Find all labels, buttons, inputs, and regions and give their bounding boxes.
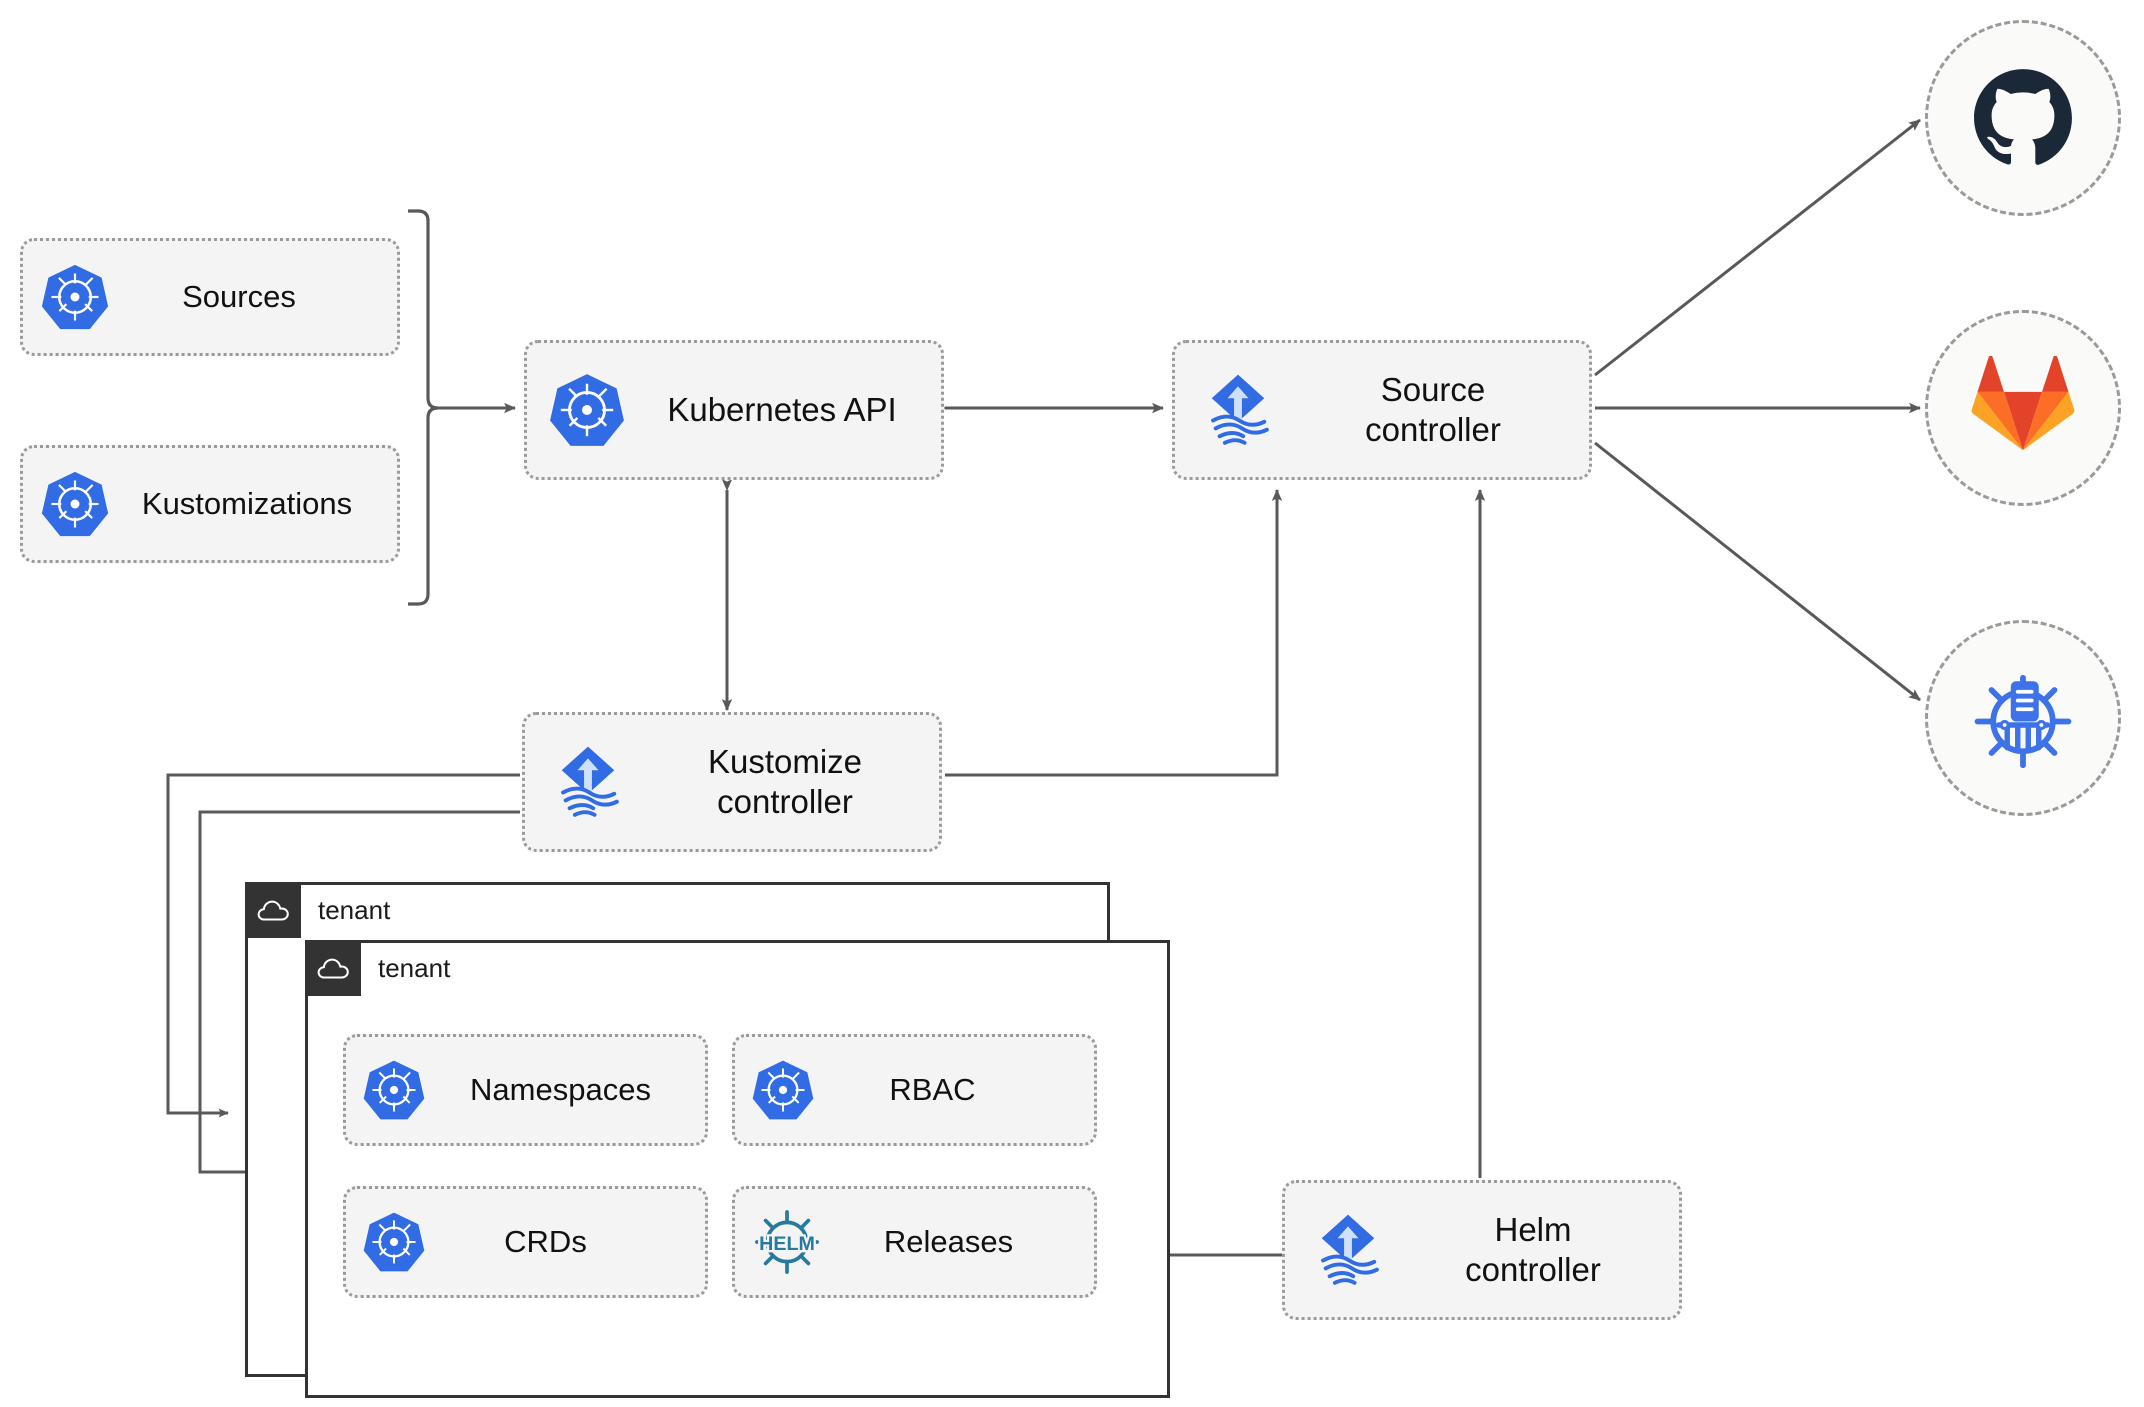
kustomize-controller-node[interactable]: Kustomize controller: [522, 712, 942, 852]
kubernetes-icon: [735, 1034, 831, 1146]
kubernetes-icon: [23, 445, 127, 563]
source-controller-label: Source controller: [1365, 370, 1501, 448]
tenant-object-crds[interactable]: CRDs: [343, 1186, 708, 1298]
kubernetes-api-label: Kubernetes API: [667, 390, 897, 428]
svg-text:HELM: HELM: [759, 1233, 815, 1255]
flux-icon: [1285, 1180, 1411, 1320]
external-github[interactable]: [1925, 20, 2121, 216]
tenant-object-label: Releases: [883, 1224, 1014, 1260]
cloud-icon: [245, 882, 301, 938]
tenant-object-label: CRDs: [504, 1224, 587, 1260]
tenant-label: tenant: [318, 894, 391, 925]
tenant-object-label: Namespaces: [470, 1072, 651, 1108]
tenant-object-label: RBAC: [889, 1072, 976, 1108]
flux-icon: [1175, 340, 1301, 480]
helm-controller-label: Helm controller: [1465, 1210, 1601, 1288]
resource-label: Kustomizations: [141, 486, 353, 522]
resource-node-kustomizations[interactable]: Kustomizations: [20, 445, 400, 563]
kubernetes-icon: [346, 1034, 442, 1146]
helm-repository-icon: [1967, 662, 2079, 774]
kustomize-controller-label: Kustomize controller: [707, 742, 863, 820]
tenant-object-releases[interactable]: HELM Releases: [732, 1186, 1097, 1298]
github-icon: [1969, 64, 2077, 172]
cloud-icon: [305, 940, 361, 996]
tenant-container-inner[interactable]: tenant: [305, 940, 1170, 1398]
helm-icon: HELM: [735, 1186, 839, 1298]
resource-node-sources[interactable]: Sources: [20, 238, 400, 356]
helm-controller-node[interactable]: Helm controller: [1282, 1180, 1682, 1320]
tenant-tab-inner: [305, 940, 361, 996]
kubernetes-icon: [527, 340, 647, 480]
external-gitlab[interactable]: [1925, 310, 2121, 506]
kubernetes-icon: [346, 1186, 442, 1298]
kubernetes-icon: [23, 238, 127, 356]
flux-icon: [525, 712, 651, 852]
tenant-tab-outer: [245, 882, 301, 938]
kubernetes-api-node[interactable]: Kubernetes API: [524, 340, 944, 480]
tenant-label: tenant: [378, 952, 451, 983]
source-controller-node[interactable]: Source controller: [1172, 340, 1592, 480]
gitlab-icon: [1971, 356, 2075, 460]
tenant-object-rbac[interactable]: RBAC: [732, 1034, 1097, 1146]
resource-label: Sources: [182, 279, 296, 315]
tenant-object-namespaces[interactable]: Namespaces: [343, 1034, 708, 1146]
external-helm-repository[interactable]: [1925, 620, 2121, 816]
